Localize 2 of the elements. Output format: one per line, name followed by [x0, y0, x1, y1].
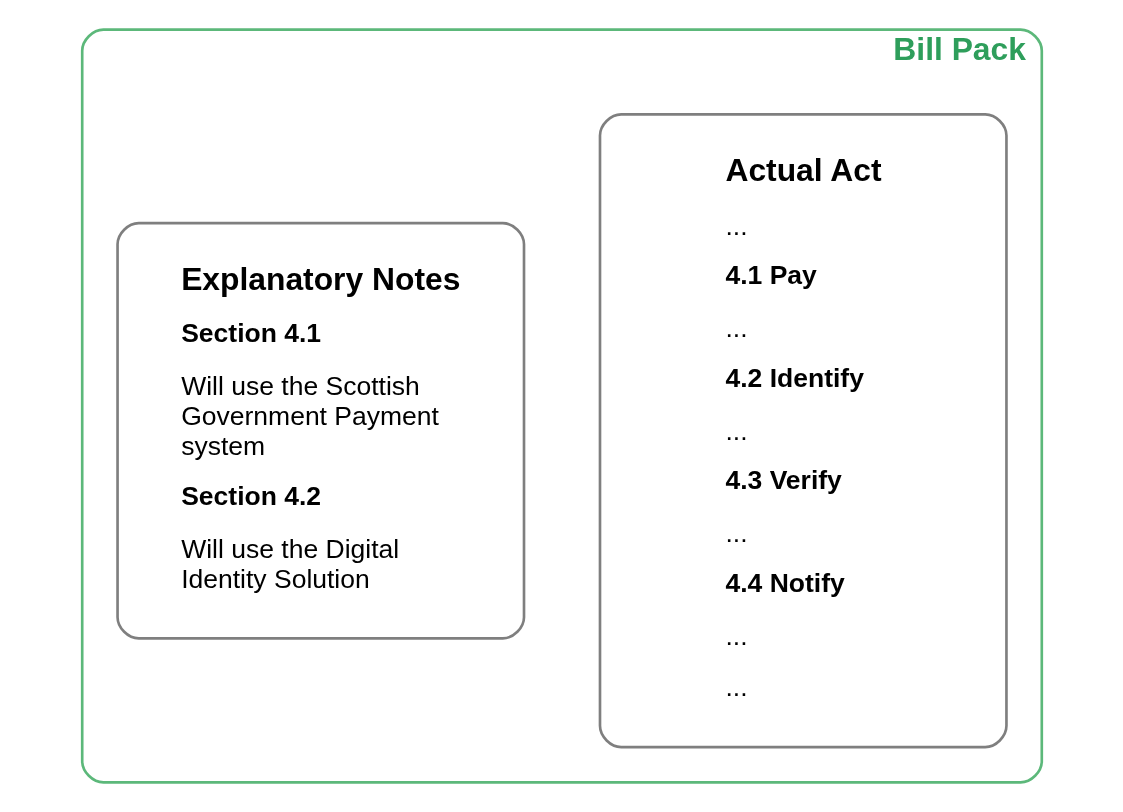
node-box: Explanatory Notes Section 4.1 Will use the Scottish Government Payment system Section 4.2 Will use the Digital Identity Solution — [115, 221, 525, 640]
node-box: Actual Act ... 4.1 Pay ... 4.2 Identify ... 4.3 Verify ... 4.4 Notify ... ... — [598, 113, 1008, 749]
